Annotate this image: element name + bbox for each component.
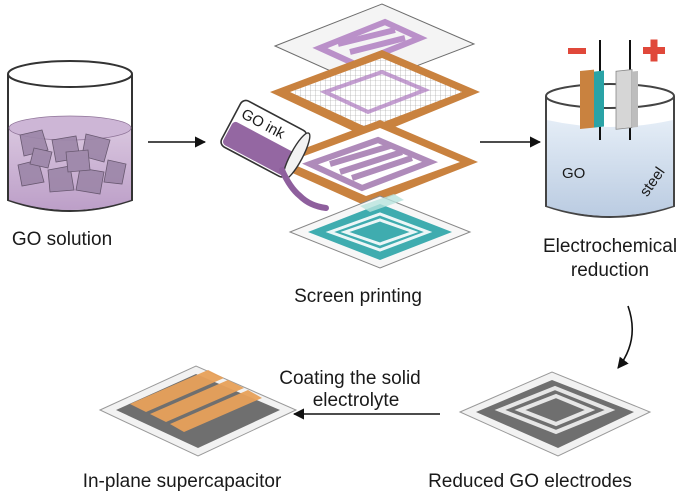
go-solution-label: GO solution — [12, 229, 112, 250]
reduction-label: reduction — [571, 260, 649, 281]
solid-electrolyte — [130, 370, 262, 432]
in-plane-label: In-plane supercapacitor — [83, 471, 282, 492]
electrochemical-beaker: GO steel Electrochemical reduction — [543, 39, 677, 281]
coating-label-line2: electrolyte — [313, 390, 400, 411]
ink-stream — [279, 167, 329, 211]
teal-layer — [308, 204, 452, 260]
reduced-go-electrodes: Reduced GO electrodes — [428, 371, 652, 492]
go-electrode-label: GO — [562, 165, 585, 182]
go-solution-beaker: GO solution — [7, 60, 133, 250]
coating-label-line1: Coating the solid — [279, 368, 421, 389]
go-electrode-film — [594, 70, 604, 128]
top-sheet-pattern — [312, 18, 428, 68]
in-plane-supercapacitor: In-plane supercapacitor — [83, 365, 298, 492]
printed-go-pattern — [302, 136, 439, 192]
go-electrode — [580, 69, 594, 130]
reduced-go-label: Reduced GO electrodes — [428, 471, 632, 492]
electrochemical-label: Electrochemical — [543, 236, 677, 257]
screen-printing-stack: GO ink Screen printing — [220, 3, 480, 307]
steel-electrode — [615, 69, 633, 130]
go-flakes — [17, 129, 127, 195]
screen-mesh-upper — [290, 58, 462, 128]
minus-sign — [568, 48, 586, 54]
go-ink-bottle: GO ink — [220, 99, 311, 180]
plus-sign — [643, 39, 665, 62]
screen-printing-label: Screen printing — [294, 286, 422, 307]
arrow-to-reduced — [617, 305, 634, 369]
